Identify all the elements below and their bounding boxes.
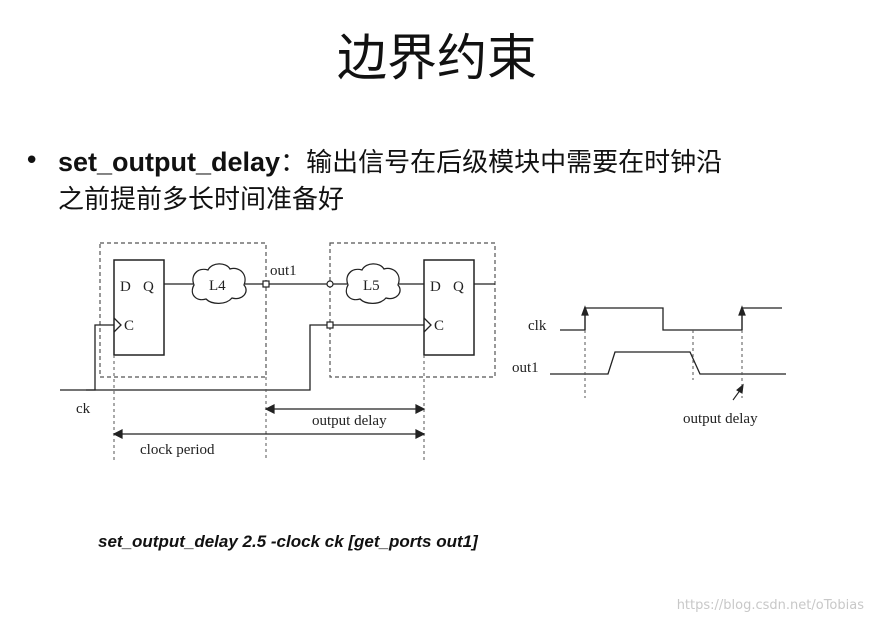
- ff2-q-label: Q: [453, 279, 464, 295]
- port-markers: [262, 280, 334, 329]
- wave-clk-label: clk: [528, 318, 547, 334]
- module-boundaries: [99, 242, 496, 378]
- wave-out1-trace: [550, 351, 786, 375]
- logic-l4-label: L4: [209, 278, 226, 294]
- net-out1-label: out1: [270, 263, 297, 279]
- span-guides: [113, 355, 425, 460]
- watermark: https://blog.csdn.net/oTobias: [676, 598, 864, 613]
- wave-output-delay-label: output delay: [683, 411, 758, 427]
- logic-l5-label: L5: [363, 278, 380, 294]
- bullet-separator: ：: [280, 148, 307, 178]
- flip-flop-2: D Q C: [423, 259, 475, 356]
- wave-out1-label: out1: [512, 360, 539, 376]
- module-boundary-left: [99, 242, 267, 378]
- wires: [60, 283, 495, 391]
- flip-flop-1: D Q C: [113, 259, 165, 356]
- span-clock-period-label: clock period: [140, 442, 215, 458]
- module-boundary-right: [329, 242, 496, 378]
- port-clock-right: [326, 321, 334, 329]
- net-ck-label: ck: [76, 401, 91, 417]
- wave-clk-trace: [560, 307, 782, 331]
- clock-edge-arrows: [581, 305, 746, 330]
- wave-annotation-arrow: [732, 383, 744, 401]
- port-out1-right: [326, 280, 334, 288]
- port-out1-left: [262, 280, 270, 288]
- span-arrows: [112, 404, 426, 439]
- logic-cloud-l4: L4: [191, 263, 247, 305]
- waveform: clk out1 output delay: [512, 305, 786, 427]
- bullet-text: set_output_delay：输出信号在后级模块中需要在时钟沿 之前提前多长…: [58, 144, 858, 219]
- ff2-c-label: C: [434, 318, 444, 334]
- slide-title: 边界约束: [337, 29, 537, 87]
- ff1-q-label: Q: [143, 279, 154, 295]
- ff1-d-label: D: [120, 279, 131, 295]
- sdc-command: set_output_delay 2.5 -clock ck [get_port…: [98, 532, 478, 551]
- wave-guides: [584, 330, 743, 398]
- logic-cloud-l5: L5: [345, 263, 401, 305]
- ff2-d-label: D: [430, 279, 441, 295]
- bullet-marker: •: [24, 146, 40, 176]
- ff1-c-label: C: [124, 318, 134, 334]
- bullet-line-2: 之前提前多长时间准备好: [58, 185, 345, 215]
- bullet-keyword: set_output_delay: [58, 147, 281, 177]
- span-output-delay-label: output delay: [312, 413, 387, 429]
- bullet-line-1: 输出信号在后级模块中需要在时钟沿: [306, 148, 723, 178]
